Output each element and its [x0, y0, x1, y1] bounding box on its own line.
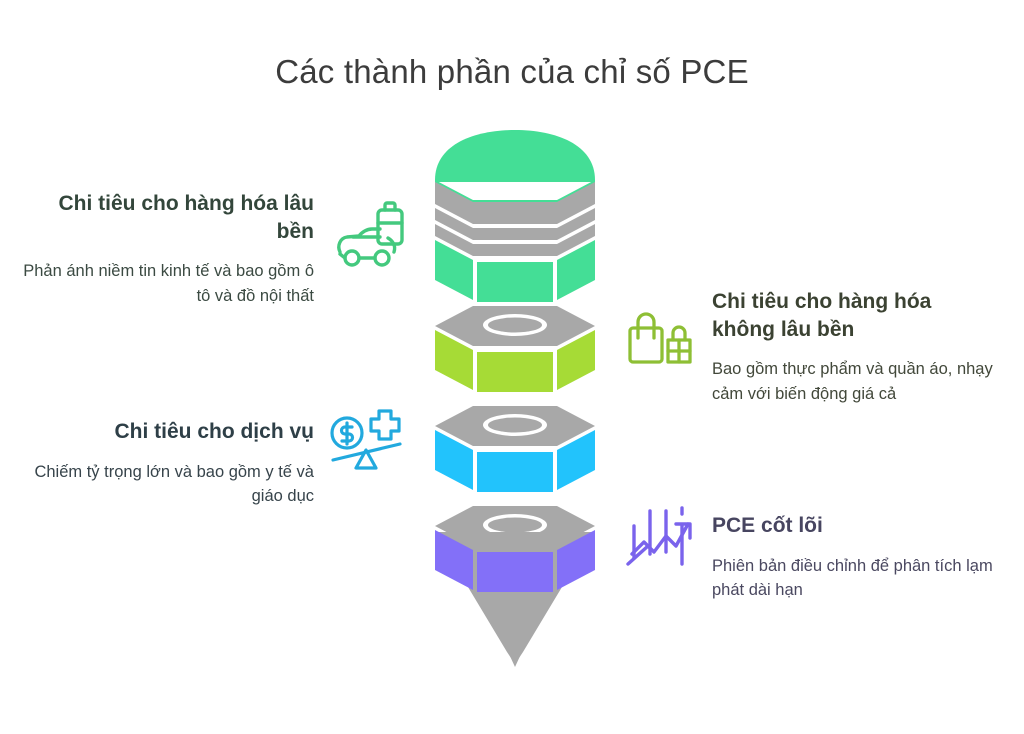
section-services: Chi tiêu cho dịch vụ Chiếm tỷ trọng lớn …	[30, 418, 314, 509]
section-core-pce: PCE cốt lõi Phiên bản điều chỉnh để phân…	[712, 512, 994, 603]
durable-goods-heading: Chi tiêu cho hàng hóa lâu bền	[58, 192, 314, 243]
services-heading: Chi tiêu cho dịch vụ	[114, 420, 314, 443]
car-appliance-icon	[331, 196, 409, 283]
funnel-segment-services	[435, 406, 595, 492]
funnel-segment-core	[435, 506, 595, 667]
section-nondurable-goods: Chi tiêu cho hàng hóa không lâu bền Bao …	[712, 288, 994, 407]
shopping-bags-icon	[624, 306, 696, 383]
scale-dollar-health-icon	[326, 402, 406, 483]
rising-chart-icon	[624, 502, 704, 579]
core-pce-description: Phiên bản điều chỉnh để phân tích lạm ph…	[712, 556, 993, 600]
funnel-cone	[435, 532, 595, 664]
funnel-segment-nondurable	[435, 306, 595, 392]
core-pce-heading: PCE cốt lõi	[712, 514, 823, 537]
durable-goods-description: Phản ánh niềm tin kinh tế và bao gồm ô t…	[23, 262, 314, 306]
page-title: Các thành phần của chỉ số PCE	[275, 53, 749, 90]
nondurable-goods-heading: Chi tiêu cho hàng hóa không lâu bền	[712, 290, 932, 341]
section-durable-goods: Chi tiêu cho hàng hóa lâu bền Phản ánh n…	[22, 190, 314, 309]
stacked-funnel-diagram	[415, 124, 615, 674]
nondurable-goods-description: Bao gồm thực phẩm và quần áo, nhạy cảm v…	[712, 360, 993, 404]
services-description: Chiếm tỷ trọng lớn và bao gồm y tế và gi…	[34, 462, 314, 506]
funnel-segment-durable	[435, 130, 595, 302]
